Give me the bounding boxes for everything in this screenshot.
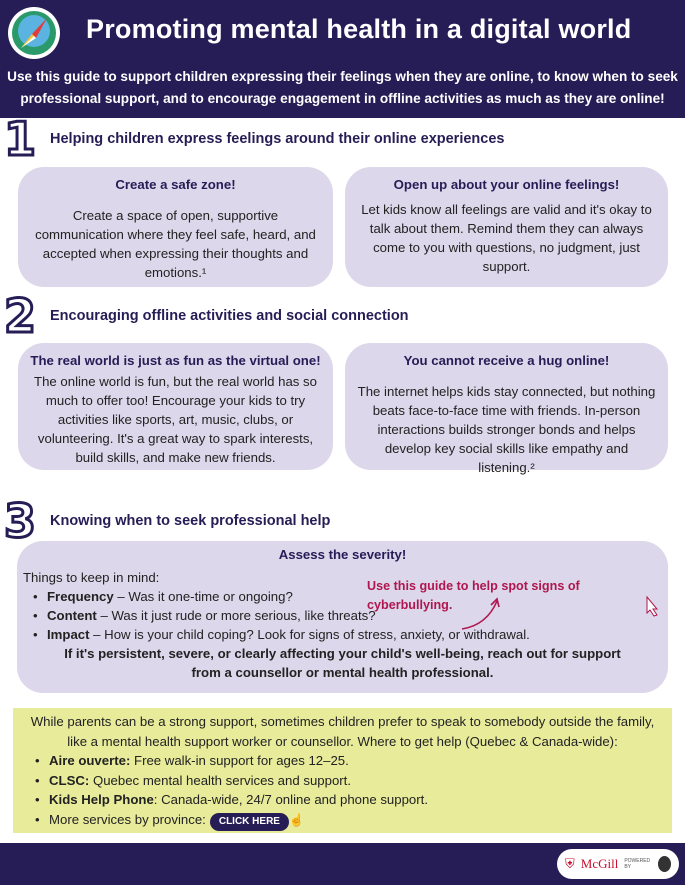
click-here-button[interactable]: CLICK HERE bbox=[209, 812, 289, 831]
conclusion-text: If it's persistent, severe, or clearly a… bbox=[64, 646, 621, 680]
list-item: Aire ouverte: Free walk-in support for a… bbox=[25, 751, 660, 771]
compass-logo-icon bbox=[8, 7, 60, 59]
list-item: Content – Was it just rude or more serio… bbox=[23, 606, 662, 625]
page-title: Promoting mental health in a digital wor… bbox=[86, 14, 632, 44]
list-item: Kids Help Phone: Canada-wide, 24/7 onlin… bbox=[25, 790, 660, 810]
section-title: Encouraging offline activities and socia… bbox=[50, 308, 409, 324]
crest-icon: ⛨ bbox=[565, 856, 575, 871]
card-body: The online world is fun, but the real wo… bbox=[34, 374, 317, 465]
card-title: The real world is just as fun as the vir… bbox=[30, 353, 321, 368]
intro-text: Things to keep in mind: bbox=[23, 570, 160, 585]
section-title: Helping children express feelings around… bbox=[50, 131, 505, 147]
section-number: 2 bbox=[3, 289, 38, 343]
card-title: Create a safe zone! bbox=[115, 177, 236, 192]
card-title: Assess the severity! bbox=[278, 547, 407, 562]
card-title: Open up about your online feelings! bbox=[393, 177, 620, 192]
card-real-world: The real world is just as fun as the vir… bbox=[18, 343, 333, 470]
list-item: CLSC: Quebec mental health services and … bbox=[25, 771, 660, 791]
severity-list: Frequency – Was it one-time or ongoing? … bbox=[23, 587, 662, 644]
section-number: 1 bbox=[3, 112, 38, 166]
list-item: Frequency – Was it one-time or ongoing? bbox=[23, 587, 662, 606]
card-body: Create a space of open, supportive commu… bbox=[35, 208, 316, 280]
card-title: You cannot receive a hug online! bbox=[403, 353, 610, 368]
card-body: Let kids know all feelings are valid and… bbox=[361, 202, 652, 274]
card-open-up: Open up about your online feelings! Let … bbox=[345, 167, 668, 287]
card-safe-zone: Create a safe zone! Create a space of op… bbox=[18, 167, 333, 287]
footer: ⛨McGill POWERED BY bbox=[0, 843, 685, 885]
card-body: The internet helps kids stay connected, … bbox=[357, 384, 656, 475]
section-1-heading: 1 Helping children express feelings arou… bbox=[3, 112, 505, 166]
hand-cursor-icon: ☝ bbox=[288, 812, 304, 827]
section-3-heading: 3 Knowing when to seek professional help bbox=[3, 494, 331, 548]
help-resources: While parents can be a strong support, s… bbox=[13, 708, 672, 833]
mcgill-logo: ⛨McGill POWERED BY bbox=[557, 849, 679, 879]
section-2-heading: 2 Encouraging offline activities and soc… bbox=[3, 289, 409, 343]
header: Promoting mental health in a digital wor… bbox=[0, 0, 685, 118]
list-item: More services by province:CLICK HERE☝ bbox=[25, 810, 660, 831]
help-intro: While parents can be a strong support, s… bbox=[30, 714, 655, 749]
partner-logo-icon bbox=[657, 856, 671, 872]
card-hug: You cannot receive a hug online! The int… bbox=[345, 343, 668, 475]
section-number: 3 bbox=[3, 494, 38, 548]
page-subtitle: Use this guide to support children expre… bbox=[7, 69, 678, 106]
help-list: Aire ouverte: Free walk-in support for a… bbox=[25, 751, 660, 831]
list-item: Impact – How is your child coping? Look … bbox=[23, 625, 662, 644]
section-title: Knowing when to seek professional help bbox=[50, 513, 331, 529]
card-assess-severity: Assess the severity! Things to keep in m… bbox=[17, 541, 668, 693]
